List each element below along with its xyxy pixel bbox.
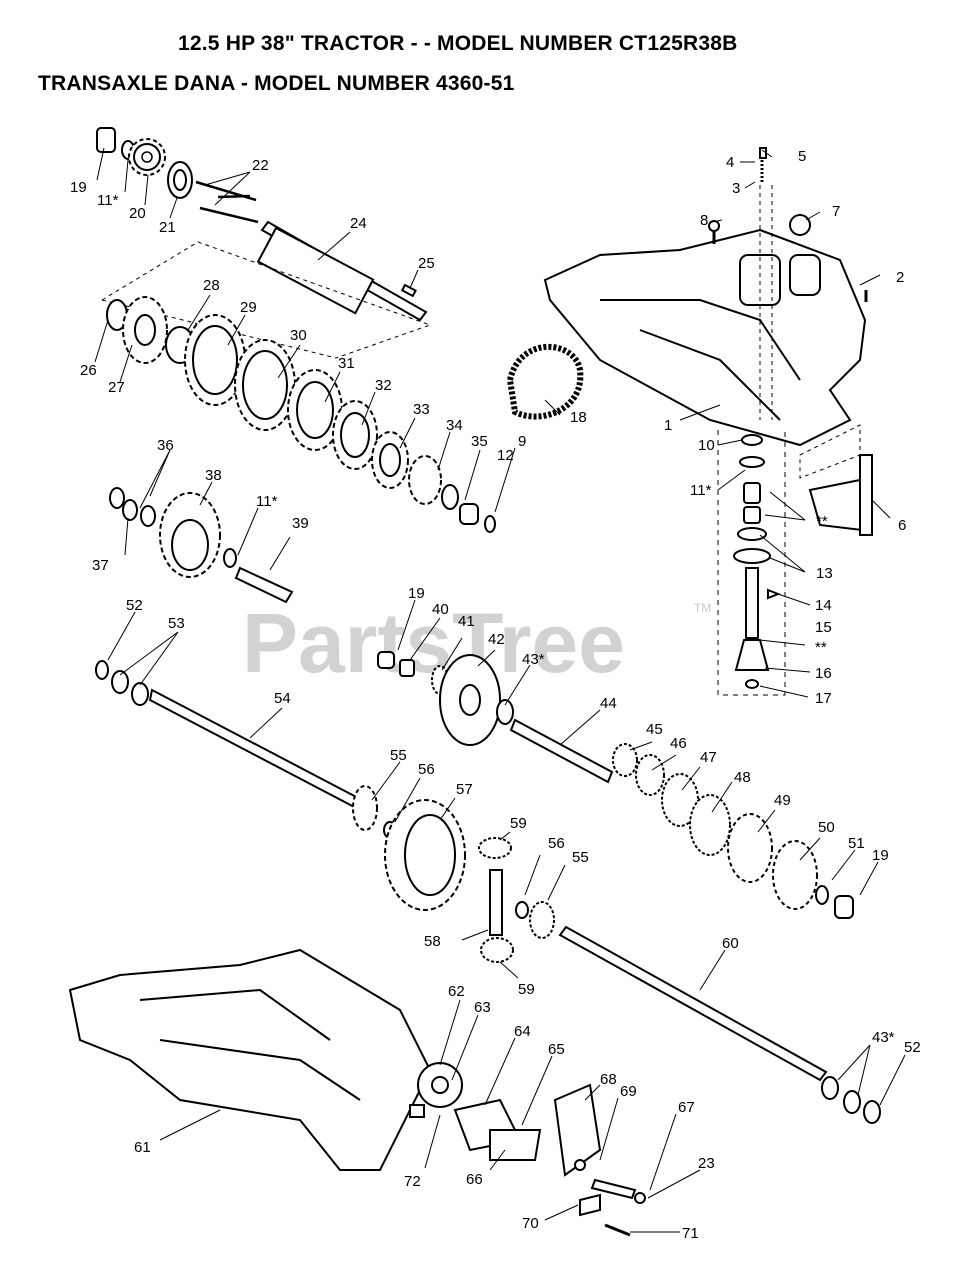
callout-58: 58 bbox=[424, 933, 441, 950]
callout-5: 5 bbox=[798, 148, 806, 165]
callout-27: 27 bbox=[108, 379, 125, 396]
callout-51: 51 bbox=[848, 835, 865, 852]
callout-55: 55 bbox=[390, 747, 407, 764]
upper-housing bbox=[543, 147, 868, 447]
callout-65: 65 bbox=[548, 1041, 565, 1058]
counter-gear-group bbox=[109, 487, 294, 604]
callout-16: 16 bbox=[815, 665, 832, 682]
upper-shaft-group bbox=[96, 127, 428, 322]
callout-29: 29 bbox=[240, 299, 257, 316]
callout-59: 59 bbox=[510, 815, 527, 832]
callout-19: 19 bbox=[70, 179, 87, 196]
callout-25: 25 bbox=[418, 255, 435, 272]
callout-24: 24 bbox=[350, 215, 367, 232]
callout-60: 60 bbox=[722, 935, 739, 952]
callout-11b: 11* bbox=[690, 482, 712, 499]
diagram-subtitle: TRANSAXLE DANA - MODEL NUMBER 4360-51 bbox=[38, 72, 515, 95]
leader-lines bbox=[94, 147, 906, 1233]
callout-38: 38 bbox=[205, 467, 222, 484]
callout-70: 70 bbox=[522, 1215, 539, 1232]
callout-11c: 11* bbox=[256, 493, 278, 510]
callout-19c: 19 bbox=[872, 847, 889, 864]
callout-36: 36 bbox=[157, 437, 174, 454]
chain bbox=[506, 343, 584, 420]
callout-61: 61 bbox=[134, 1139, 151, 1156]
callout-30: 30 bbox=[290, 327, 307, 344]
callout-7: 7 bbox=[832, 203, 840, 220]
callout-33: 33 bbox=[413, 401, 430, 418]
callout-9: 9 bbox=[518, 433, 526, 450]
callout-35: 35 bbox=[471, 433, 488, 450]
callout-10: 10 bbox=[698, 437, 715, 454]
callout-6: 6 bbox=[898, 517, 906, 534]
callout-4: 4 bbox=[726, 154, 734, 171]
callout-63: 63 bbox=[474, 999, 491, 1016]
callout-66: 66 bbox=[466, 1171, 483, 1188]
callout-34: 34 bbox=[446, 417, 463, 434]
callout-50: 50 bbox=[818, 819, 835, 836]
callout-31: 31 bbox=[338, 355, 355, 372]
callout-52b: 52 bbox=[904, 1039, 921, 1056]
callout-37: 37 bbox=[92, 557, 109, 574]
callout-28: 28 bbox=[203, 277, 220, 294]
callout-15: 15 bbox=[815, 619, 832, 636]
callout-20: 20 bbox=[129, 205, 146, 222]
callout-68: 68 bbox=[600, 1071, 617, 1088]
callout-43b: 43* bbox=[872, 1029, 895, 1046]
callout-22: 22 bbox=[252, 157, 269, 174]
callout-59b: 59 bbox=[518, 981, 535, 998]
callout-54: 54 bbox=[274, 690, 291, 707]
watermark-tm: TM bbox=[694, 601, 711, 615]
callout-3: 3 bbox=[732, 180, 740, 197]
callout-67: 67 bbox=[678, 1099, 695, 1116]
callout-48: 48 bbox=[734, 769, 751, 786]
callout-49: 49 bbox=[774, 792, 791, 809]
lower-housing bbox=[68, 948, 646, 1237]
callout-2: 2 bbox=[896, 269, 904, 286]
callout-11: 11* bbox=[97, 192, 119, 209]
callout-13: 13 bbox=[816, 565, 833, 582]
callout-44: 44 bbox=[600, 695, 617, 712]
callout-57: 57 bbox=[456, 781, 473, 798]
callout-56b: 56 bbox=[548, 835, 565, 852]
callout-26: 26 bbox=[80, 362, 97, 379]
callout-71: 71 bbox=[682, 1225, 699, 1242]
callout-52: 52 bbox=[126, 597, 143, 614]
callout-39: 39 bbox=[292, 515, 309, 532]
callout-62: 62 bbox=[448, 983, 465, 1000]
callout-32: 32 bbox=[375, 377, 392, 394]
callout-47: 47 bbox=[700, 749, 717, 766]
callout-72: 72 bbox=[404, 1173, 421, 1190]
callout-8: 8 bbox=[700, 212, 708, 229]
vertical-shaft-group bbox=[717, 424, 873, 696]
callout-labels: 19 11* 20 21 22 24 25 26 27 28 29 30 31 … bbox=[70, 148, 921, 1242]
callout-17: 17 bbox=[815, 690, 832, 707]
callout-55b: 55 bbox=[572, 849, 589, 866]
callout-1: 1 bbox=[664, 417, 672, 434]
callout-23: 23 bbox=[698, 1155, 715, 1172]
callout-14: 14 bbox=[815, 597, 832, 614]
callout-12: 12 bbox=[497, 447, 514, 464]
axle-group bbox=[95, 651, 881, 1124]
callout-41: 41 bbox=[458, 613, 475, 630]
callout-46: 46 bbox=[670, 735, 687, 752]
diagram-title: 12.5 HP 38" TRACTOR - - MODEL NUMBER CT1… bbox=[178, 32, 738, 55]
callout-56: 56 bbox=[418, 761, 435, 778]
callout-19b: 19 bbox=[408, 585, 425, 602]
callout-45: 45 bbox=[646, 721, 663, 738]
callout-64: 64 bbox=[514, 1023, 531, 1040]
callout-18: 18 bbox=[570, 409, 587, 426]
callout-double-star-2: ** bbox=[815, 639, 827, 656]
callout-43: 43* bbox=[522, 651, 545, 668]
callout-double-star-1: ** bbox=[816, 513, 828, 530]
callout-40: 40 bbox=[432, 601, 449, 618]
callout-42: 42 bbox=[488, 631, 505, 648]
callout-21: 21 bbox=[159, 219, 176, 236]
gear-stack bbox=[106, 296, 496, 533]
callout-69: 69 bbox=[620, 1083, 637, 1100]
callout-53: 53 bbox=[168, 615, 185, 632]
